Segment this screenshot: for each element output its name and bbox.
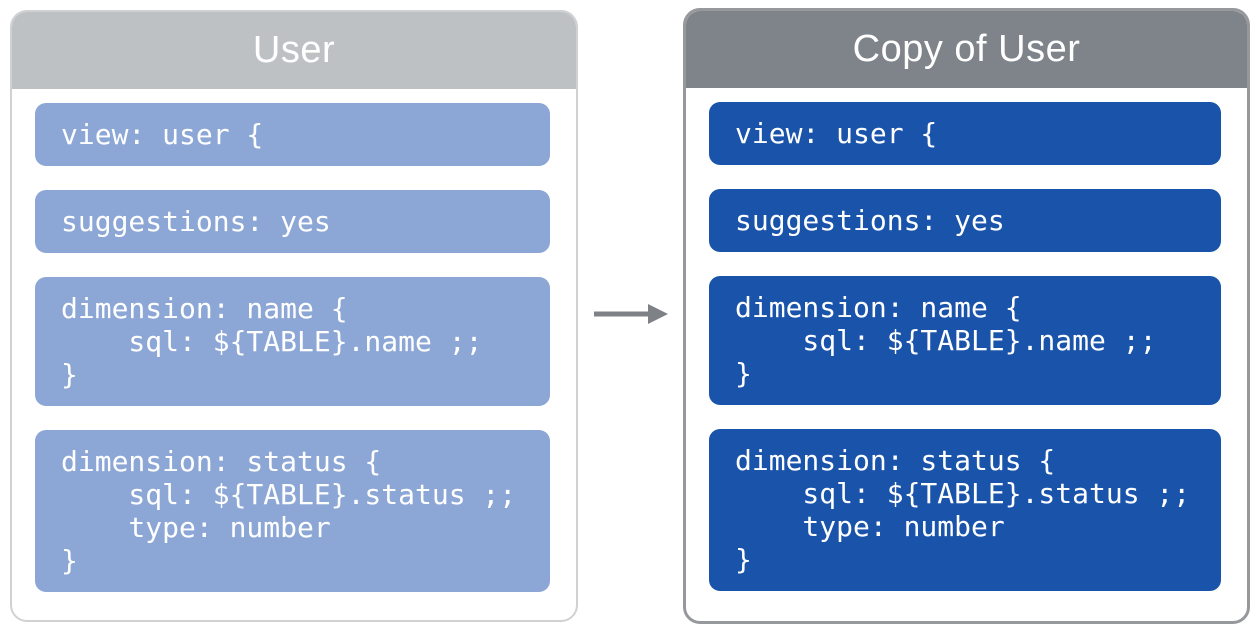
panel-copy-of-user: Copy of User view: user { suggestions: y… xyxy=(683,8,1250,624)
code-block-suggestions-copy: suggestions: yes xyxy=(709,189,1221,252)
panel-copy-of-user-header: Copy of User xyxy=(686,11,1247,88)
panel-user: User view: user { suggestions: yes dimen… xyxy=(10,10,578,622)
code-block-dimension-name: dimension: name { sql: ${TABLE}.name ;; … xyxy=(35,277,550,406)
panel-user-body: view: user { suggestions: yes dimension:… xyxy=(12,89,576,604)
code-block-dimension-name-copy: dimension: name { sql: ${TABLE}.name ;; … xyxy=(709,276,1221,405)
code-block-dimension-status: dimension: status { sql: ${TABLE}.status… xyxy=(35,430,550,592)
panel-user-header: User xyxy=(12,12,576,89)
panel-user-title: User xyxy=(252,29,336,71)
panel-copy-of-user-body: view: user { suggestions: yes dimension:… xyxy=(686,88,1247,603)
code-block-view-declaration: view: user { xyxy=(35,103,550,166)
panel-copy-of-user-title: Copy of User xyxy=(852,28,1081,70)
copy-arrow xyxy=(592,300,670,328)
arrow-right-icon xyxy=(594,304,668,324)
code-block-dimension-status-copy: dimension: status { sql: ${TABLE}.status… xyxy=(709,429,1221,591)
code-block-suggestions: suggestions: yes xyxy=(35,190,550,253)
code-block-view-declaration-copy: view: user { xyxy=(709,102,1221,165)
